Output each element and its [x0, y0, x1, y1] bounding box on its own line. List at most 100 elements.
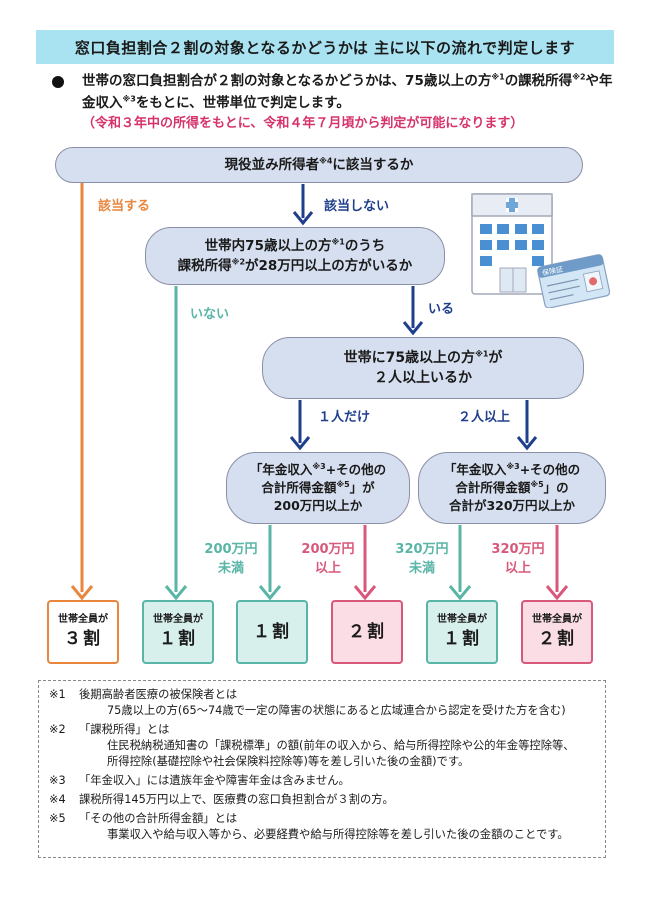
result-5-big: １割: [443, 629, 481, 649]
hospital-illustration: 保険証: [471, 193, 610, 308]
q3-text: ２人以上いるか: [373, 370, 472, 386]
label-q5-more-line2: 以上: [504, 561, 531, 576]
label-q3-one: １人だけ: [318, 410, 371, 425]
label-q5-more: 320万円以上: [486, 540, 550, 578]
note-1-title: 後期高齢者医療の被保険者とは: [79, 688, 238, 701]
label-q3-two: ２人以上: [458, 410, 511, 425]
label-q2-no: いない: [190, 307, 230, 322]
q4-sup: ※5: [336, 479, 350, 489]
q4-sup: ※3: [312, 461, 326, 471]
q3-text: 世帯に75歳以上の方: [343, 350, 476, 366]
q4-text: 合計所得金額: [261, 480, 337, 495]
q2-text: 世帯内75歳以上の方: [204, 238, 332, 254]
q2-text: 課税所得: [177, 258, 232, 274]
note-5-mark: ※5: [49, 812, 66, 825]
result-3-big: １割: [253, 622, 291, 642]
result-box-2: 世帯全員が １割: [142, 600, 214, 664]
q4-text: 」が: [349, 480, 375, 495]
arrowhead-q2-no: [164, 585, 188, 601]
q5-text: 「年金収入: [443, 462, 507, 477]
note-2-body-1: 住民税納税通知書の「課税標準」の額(前年の収入から、給与所得控除や公的年金等控除…: [107, 739, 575, 752]
card-label: 保険証: [541, 264, 563, 277]
q4-text: +その他の: [325, 462, 387, 477]
intro-part: 世帯の窓口負担割合が２割の対象となるかどうかは、75歳以上の方: [82, 73, 492, 89]
result-5-small: 世帯全員が: [437, 614, 487, 625]
notes-box: ※1 後期高齢者医療の被保険者とは 75歳以上の方(65～74歳で一定の障害の状態…: [38, 680, 606, 858]
result-box-1: 世帯全員が ３割: [47, 600, 119, 664]
label-q5-less-line1: 320万円: [395, 542, 449, 557]
label-q4-less-line2: 未満: [217, 561, 244, 576]
note-1-mark: ※1: [49, 688, 66, 701]
note-4-mark: ※4: [49, 793, 66, 806]
question-node-5: 「年金収入※3+その他の 合計所得金額※5」の 合計が320万円以上か: [418, 452, 606, 524]
intro-sup: ※2: [572, 72, 586, 82]
note-2-title: 「課税所得」とは: [79, 723, 170, 736]
result-box-3: １割: [236, 600, 308, 664]
arrowhead-q3-two: [516, 436, 538, 451]
q1-text: 現役並み所得者: [224, 157, 320, 173]
q5-sup: ※3: [506, 461, 520, 471]
arrowhead-q1-yes: [70, 585, 94, 601]
bullet-icon: [52, 76, 64, 88]
q5-text: +その他の: [519, 462, 581, 477]
note-2-mark: ※2: [49, 723, 66, 736]
header-title: 窓口負担割合２割の対象となるかどうかは 主に以下の流れで判定します: [74, 38, 576, 57]
q1-text2: に該当するか: [332, 157, 414, 173]
result-box-6: 世帯全員が ２割: [521, 600, 593, 664]
intro-part: や年金収入: [82, 73, 613, 111]
arrowhead-q2-yes: [402, 321, 424, 336]
note-3-title: 「年金収入」には遺族年金や障害年金は含みません。: [79, 774, 350, 787]
note-3-mark: ※3: [49, 774, 66, 787]
q3-sup: ※1: [475, 349, 489, 359]
arrowhead-q5-less: [448, 585, 472, 601]
q1-sup: ※4: [319, 156, 333, 166]
label-q5-less-line2: 未満: [408, 561, 435, 576]
note-2-body-2: 所得控除(基礎控除や社会保険料控除等)等を差し引いた後の金額)です。: [107, 755, 470, 768]
intro-sup: ※1: [491, 72, 505, 82]
label-q5-less: 320万円未満: [390, 540, 454, 578]
result-box-5: 世帯全員が １割: [426, 600, 498, 664]
hospital-icon: [471, 193, 553, 295]
q5-text: 」の: [543, 480, 569, 495]
label-q2-yes: いる: [428, 302, 455, 317]
result-2-small: 世帯全員が: [153, 614, 203, 625]
q4-text: 200万円以上か: [273, 498, 363, 513]
result-1-big: ３割: [64, 629, 102, 649]
note-1: ※1 後期高齢者医療の被保険者とは 75歳以上の方(65～74歳で一定の障害の状態…: [49, 687, 595, 719]
result-4-big: ２割: [348, 622, 386, 642]
question-node-3: 世帯に75歳以上の方※1が ２人以上いるか: [262, 337, 584, 399]
label-q4-less-line1: 200万円: [204, 542, 258, 557]
intro-part: の課税所得: [504, 73, 573, 89]
header-bar: 窓口負担割合２割の対象となるかどうかは 主に以下の流れで判定します: [36, 30, 614, 64]
note-5: ※5 「その他の合計所得金額」とは事業収入や給与収入等から、必要経費や給与所得控…: [49, 811, 595, 843]
q2-text: のうち: [344, 238, 386, 254]
q5-text: 合計所得金額: [455, 480, 531, 495]
q2-sup: ※1: [331, 237, 345, 247]
question-node-4: 「年金収入※3+その他の 合計所得金額※5」が 200万円以上か: [226, 452, 410, 524]
q3-text: が: [488, 350, 503, 366]
intro-part: をもとに、世帯単位で判定します。: [135, 95, 350, 111]
label-q4-more-line1: 200万円: [301, 542, 355, 557]
intro-note: （令和３年中の所得をもとに、令和４年７月頃から判定が可能になります）: [82, 116, 524, 131]
label-q4-less: 200万円未満: [200, 540, 262, 578]
arrowhead-q4-less: [258, 585, 282, 601]
result-6-big: ２割: [538, 629, 576, 649]
result-box-4: ２割: [331, 600, 403, 664]
label-q1-no: 該当しない: [324, 199, 390, 214]
note-1-body: 75歳以上の方(65～74歳で一定の障害の状態にあると広域連合から認定を受けた方…: [107, 704, 566, 717]
result-1-small: 世帯全員が: [58, 614, 108, 625]
label-q4-more: 200万円以上: [296, 540, 360, 578]
intro-text: 世帯の窓口負担割合が２割の対象となるかどうかは、75歳以上の方※1の課税所得※2…: [82, 70, 622, 114]
q2-sup: ※2: [231, 257, 246, 267]
note-5-body: 事業収入や給与収入等から、必要経費や給与所得控除等を差し引いた後の金額のことです…: [107, 828, 569, 841]
intro-sup: ※3: [122, 94, 136, 104]
q5-text: 合計が320万円以上か: [448, 498, 576, 513]
question-node-1: 現役並み所得者※4に該当するか: [55, 147, 583, 183]
arrowhead-q3-one: [289, 436, 311, 451]
q5-sup: ※5: [530, 479, 544, 489]
q2-text: が28万円以上の方がいるか: [245, 258, 413, 274]
note-2: ※2 「課税所得」とは住民税納税通知書の「課税標準」の額(前年の収入から、給与所…: [49, 722, 595, 770]
result-6-small: 世帯全員が: [532, 614, 582, 625]
note-4-title: 課税所得145万円以上で、医療費の窓口負担割合が３割の方。: [79, 793, 394, 806]
